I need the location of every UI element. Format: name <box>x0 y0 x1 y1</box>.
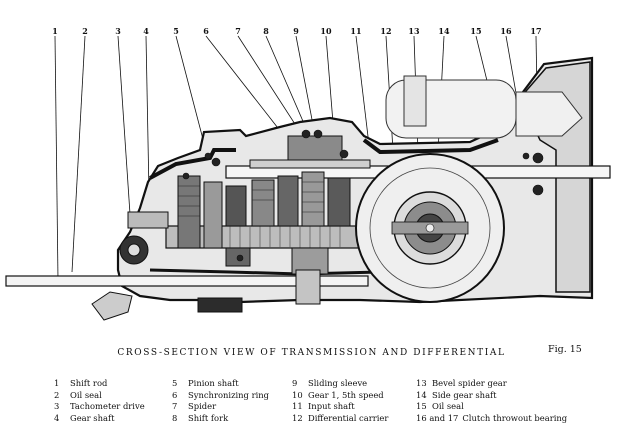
legend-label: Clutch throwout bearing <box>462 412 568 423</box>
legend-label: Differential carrier <box>308 412 389 423</box>
legend-label: Gear 1, 5th speed <box>308 389 384 400</box>
legend-number: 15 <box>416 401 427 412</box>
legend-number: 1 <box>54 378 60 388</box>
legend-item: 12 Differential carrier <box>292 413 388 425</box>
legend-number: 12 <box>292 412 303 423</box>
legend-item: 8 Shift fork <box>172 413 269 425</box>
legend-number: 3 <box>54 401 60 412</box>
legend-label: Pinion shaft <box>188 378 239 388</box>
gear-teeth <box>178 181 324 217</box>
legend-item: 7 Spider <box>172 401 269 413</box>
legend-number: 2 <box>54 389 60 400</box>
legend-number: 14 <box>416 389 427 400</box>
callout-number: 8 <box>263 26 269 36</box>
legend-number: 11 <box>292 401 303 412</box>
callout-number: 1 <box>52 26 58 36</box>
legend-item: 3 Tachometer drive <box>54 401 145 413</box>
callout-number: 12 <box>380 26 392 36</box>
legend-label: Sliding sleeve <box>308 378 368 388</box>
callout-number: 14 <box>438 26 450 36</box>
legend-label: Oil seal <box>432 401 464 412</box>
legend-number: 10 <box>292 389 303 400</box>
legend-item: 15 Oil seal <box>416 401 567 413</box>
legend-number: 4 <box>54 412 60 423</box>
legend-number: 6 <box>172 389 178 400</box>
legend-column: 1 Shift rod 2 Oil seal 3 Tachometer drive 4… <box>54 378 145 424</box>
legend-label: Tachometer drive <box>70 401 145 412</box>
legend-item: 9 Sliding sleeve <box>292 378 388 390</box>
legend-label: Bevel spider gear <box>432 378 507 388</box>
legend-item: 4 Gear shaft <box>54 413 145 425</box>
callout-number: 13 <box>408 26 420 36</box>
legend-item: 10 Gear 1, 5th speed <box>292 390 388 402</box>
legend-column: 5 Pinion shaft 6 Synchronizing ring 7 Spide… <box>172 378 269 424</box>
legend-item: 11 Input shaft <box>292 401 388 413</box>
legend-label: Shift rod <box>70 378 108 388</box>
legend-column: 9 Sliding sleeve 10 Gear 1, 5th speed 11 In… <box>292 378 388 424</box>
differential-ring-gear <box>355 153 505 303</box>
legend-item: 5 Pinion shaft <box>172 378 269 390</box>
callout-number: 4 <box>143 26 149 36</box>
callout-number: 15 <box>470 26 482 36</box>
callout-number: 2 <box>82 26 88 36</box>
legend-item: 13 Bevel spider gear <box>416 378 567 390</box>
figure-label: Fig. 15 <box>548 344 582 355</box>
legend-label: Input shaft <box>308 401 355 412</box>
legend-item: 2 Oil seal <box>54 390 145 402</box>
callout-number: 6 <box>203 26 209 36</box>
callout-number: 10 <box>320 26 332 36</box>
legend-label: Side gear shaft <box>432 389 497 400</box>
callout-number: 3 <box>115 26 121 36</box>
legend-column: 13 Bevel spider gear 14 Side gear shaft 15… <box>416 378 567 424</box>
callout-number: 9 <box>293 26 299 36</box>
legend-label: Gear shaft <box>70 412 115 423</box>
legend-number: 13 <box>416 378 427 388</box>
legend-number: 9 <box>292 378 298 388</box>
legend-label: Shift fork <box>188 412 229 423</box>
legend-item: 14 Side gear shaft <box>416 390 567 402</box>
legend-label: Spider <box>188 401 217 412</box>
callout-number: 7 <box>235 26 241 36</box>
legend-item: 1 Shift rod <box>54 378 145 390</box>
legend-label: Synchronizing ring <box>188 389 270 400</box>
callout-number: 16 <box>500 26 512 36</box>
bearings <box>182 129 544 262</box>
legend-item: 6 Synchronizing ring <box>172 390 269 402</box>
callout-number: 11 <box>350 26 362 36</box>
figure-caption: CROSS-SECTION VIEW OF TRANSMISSION AND D… <box>117 348 506 358</box>
legend-number: 8 <box>172 412 178 423</box>
legend-number: 16 and 17 <box>416 412 459 423</box>
shift-linkage <box>91 211 321 321</box>
legend-number: 5 <box>172 378 178 388</box>
legend-label: Oil seal <box>70 389 102 400</box>
legend-number: 7 <box>172 401 178 412</box>
callout-number: 5 <box>173 26 179 36</box>
callout-number: 17 <box>530 26 542 36</box>
